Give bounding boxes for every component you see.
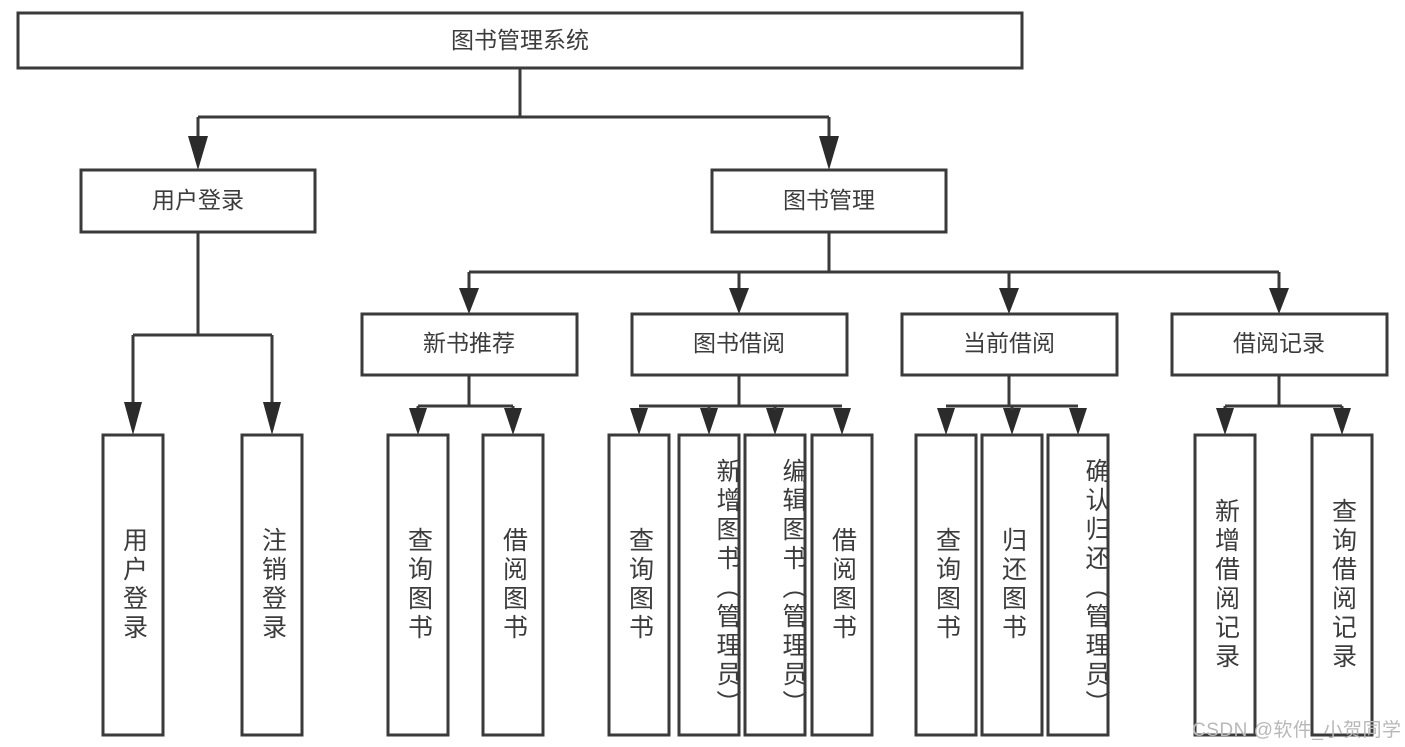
node-user-login-label: 用户登录 [152, 187, 244, 213]
node-book-manage-label: 图书管理 [783, 187, 875, 213]
leaf-box-user-login-2[interactable] [240, 433, 304, 737]
connector-layer [124, 68, 1351, 435]
node-user-login[interactable]: 用户登录 [79, 168, 317, 234]
arrow-leaf-book-borrow-4 [833, 408, 851, 435]
node-book-borrow-box[interactable] [630, 312, 849, 377]
leaf-box-borrow-record-2[interactable] [1310, 433, 1374, 737]
node-borrow-record-label: 借阅记录 [1233, 330, 1325, 356]
arrow-leaf-current-borrow-3 [1069, 408, 1087, 435]
leaf-box-current-borrow-2[interactable] [980, 433, 1044, 737]
arrow-to-user-login [188, 136, 208, 170]
leaf-box-book-borrow-3[interactable] [743, 433, 807, 737]
node-new-book-recommend-box[interactable] [360, 312, 579, 377]
node-borrow-record-box[interactable] [1170, 312, 1389, 377]
arrow-leaf-book-borrow-1 [630, 408, 648, 435]
leaf-box-new-book-1[interactable] [386, 433, 450, 737]
arrow-to-book-manage [819, 136, 839, 170]
arrow-leaf-current-borrow-2 [1003, 408, 1021, 435]
node-book-borrow[interactable]: 图书借阅 [630, 312, 849, 377]
node-current-borrow-box[interactable] [900, 312, 1119, 377]
node-root-label: 图书管理系统 [451, 27, 589, 53]
leaf-box-user-login-1[interactable] [101, 433, 165, 737]
arrow-to-book-borrow [729, 288, 749, 314]
arrow-to-new-book [459, 288, 479, 314]
arrow-leaf-current-borrow-1 [937, 408, 955, 435]
leaf-box-book-borrow-4[interactable] [810, 433, 874, 737]
leaf-box-borrow-record-1[interactable] [1193, 433, 1257, 737]
node-new-book-recommend-label: 新书推荐 [423, 330, 515, 356]
arrow-leaf-borrow-record-2 [1333, 408, 1351, 435]
node-current-borrow-label: 当前借阅 [963, 330, 1055, 356]
node-book-manage-box[interactable] [710, 168, 948, 234]
leaf-box-book-borrow-1[interactable] [607, 433, 671, 737]
csdn-watermark: CSDN @软件_小贺同学 [1192, 720, 1402, 741]
node-borrow-record[interactable]: 借阅记录 [1170, 312, 1389, 377]
node-root[interactable]: 图书管理系统 [16, 11, 1024, 70]
arrow-leaf-user-login-1 [124, 402, 142, 435]
node-current-borrow[interactable]: 当前借阅 [900, 312, 1119, 377]
node-book-borrow-label: 图书借阅 [693, 330, 785, 356]
arrow-leaf-borrow-record-1 [1216, 408, 1234, 435]
arrow-to-borrow-record [1269, 288, 1289, 314]
node-user-login-box[interactable] [79, 168, 317, 234]
arrow-leaf-book-borrow-2 [700, 408, 718, 435]
arrow-leaf-book-borrow-3 [766, 408, 784, 435]
arrow-leaf-new-book-2 [504, 408, 522, 435]
leaf-box-book-borrow-2[interactable] [677, 433, 741, 737]
node-new-book-recommend[interactable]: 新书推荐 [360, 312, 579, 377]
node-book-manage[interactable]: 图书管理 [710, 168, 948, 234]
arrow-leaf-new-book-1 [409, 408, 427, 435]
node-root-box[interactable] [16, 11, 1024, 70]
arrow-leaf-user-login-2 [263, 402, 281, 435]
leaf-box-current-borrow-3[interactable] [1046, 433, 1110, 737]
leaf-box-current-borrow-1[interactable] [914, 433, 978, 737]
arrow-to-current-borrow [999, 288, 1019, 314]
leaf-box-new-book-2[interactable] [481, 433, 545, 737]
